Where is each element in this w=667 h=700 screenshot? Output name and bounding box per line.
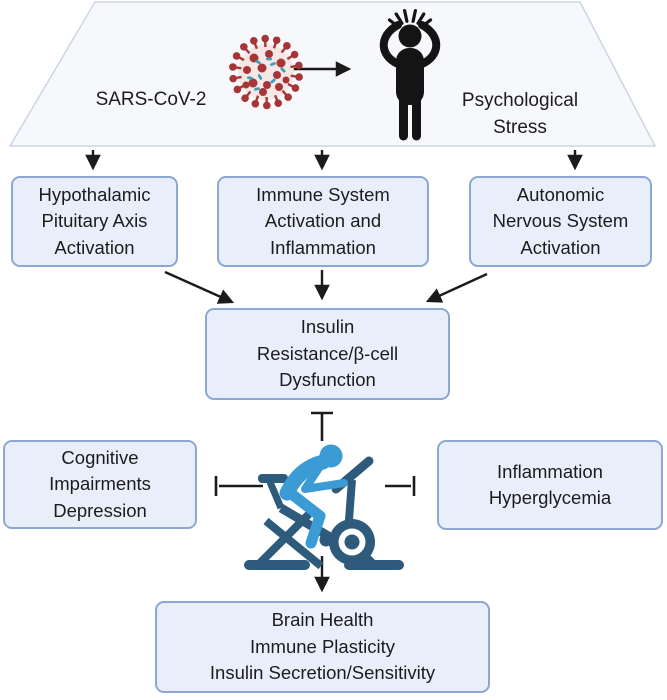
sars-cov-2-virus-icon <box>229 34 303 110</box>
node-exercise-outcomes: Brain Health Immune Plasticity Insulin S… <box>155 601 490 693</box>
node-cognitive-impairments: Cognitive Impairments Depression <box>3 440 197 529</box>
cyclist-figure <box>279 444 348 549</box>
arrow-ans-to-insulin <box>425 272 488 303</box>
inhibit-exercise-to-insulin <box>311 411 333 441</box>
node-inflammation-hyperglycemia: Inflammation Hyperglycemia <box>437 440 663 530</box>
arrow-hpa-to-insulin <box>164 270 235 304</box>
inhibit-exercise-to-inflammation <box>385 476 416 496</box>
node-autonomic-activation: Autonomic Nervous System Activation <box>469 176 652 267</box>
inhibit-exercise-to-cognitive <box>214 476 263 496</box>
psychological-stress-label: Psychological Stress <box>461 90 579 138</box>
node-immune-activation: Immune System Activation and Inflammatio… <box>217 176 429 267</box>
node-insulin-resistance: Insulin Resistance/β-cell Dysfunction <box>205 308 450 400</box>
stressor-panel <box>8 1 657 147</box>
node-hpa-activation: Hypothalamic Pituitary Axis Activation <box>11 176 178 267</box>
exercise-bike-icon <box>244 444 404 570</box>
virus-label: SARS-CoV-2 <box>95 89 207 110</box>
stressed-person-icon <box>379 9 441 141</box>
